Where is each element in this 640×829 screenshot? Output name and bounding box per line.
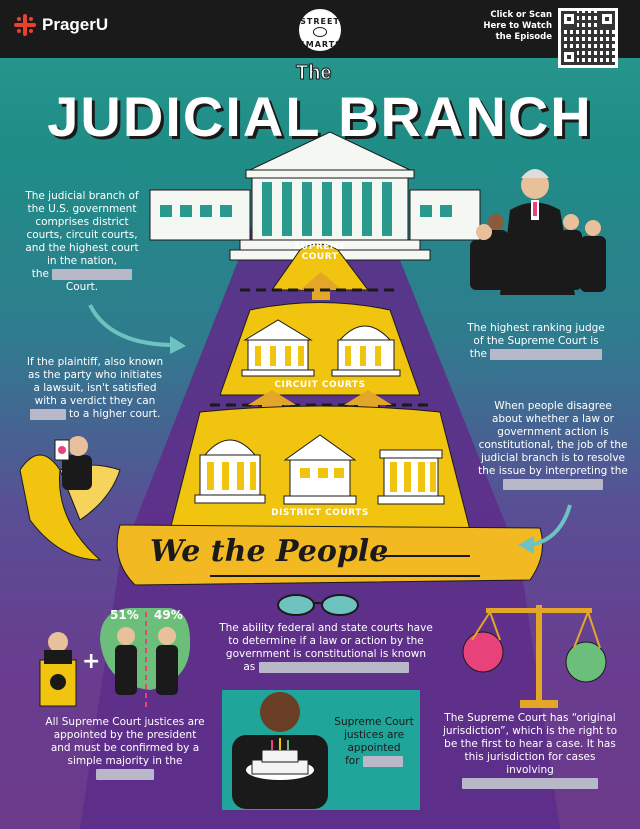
badge-top-text: STREET (300, 17, 340, 26)
badge-bottom-text: SMARTS (299, 40, 342, 49)
scales-icon (462, 605, 607, 708)
supreme-court-building-icon (149, 131, 481, 261)
answer-blank[interactable] (490, 348, 603, 360)
highest-judge-text: The highest ranking judge of the Supreme… (467, 322, 605, 360)
arrow-icon (248, 390, 296, 420)
prageru-logo-icon (14, 14, 36, 36)
script-line (380, 555, 470, 557)
appointed-for-text: Supreme Court justices are appointed for (334, 716, 414, 767)
answer-blank[interactable] (52, 268, 133, 280)
answer-blank[interactable] (258, 661, 409, 673)
senators-figure-icon (100, 608, 191, 710)
jurisdiction-text: The Supreme Court has “original jurisdic… (442, 712, 618, 790)
district-courts-label: DISTRICT COURTS (271, 508, 369, 518)
arrow-icon (529, 504, 572, 547)
script-line (210, 575, 480, 577)
judicial-review-text: The ability federal and state courts hav… (219, 622, 433, 673)
qr-code-icon[interactable] (558, 8, 618, 68)
supreme-court-tier (271, 243, 369, 291)
circuit-courts-label: CIRCUIT COURTS (274, 380, 366, 390)
plaintiff-figure-icon (54, 436, 92, 490)
scan-prompt[interactable]: Click or Scan Here to Watch the Episode (483, 10, 552, 42)
judicial-intro-text: The judicial branch of the U.S. governme… (25, 190, 139, 293)
plaintiff-text: If the plaintiff, also known as the part… (26, 356, 164, 420)
justices-group-icon (470, 214, 606, 292)
arrow-icon (300, 272, 342, 300)
plus-sign: + (82, 649, 100, 674)
arrow-icon (344, 390, 392, 420)
we-the-people-text: We the People (150, 534, 389, 569)
birthday-cake-icon (232, 692, 328, 809)
vote-percent-right: 49% (154, 608, 183, 622)
brand-name: PragerU (42, 15, 109, 34)
answer-blank[interactable] (29, 408, 66, 420)
disagree-text: When people disagree about whether a law… (478, 400, 628, 491)
answer-blank[interactable] (96, 768, 154, 780)
podium-icon (39, 632, 77, 707)
answer-blank[interactable] (462, 777, 598, 789)
appointed-text: All Supreme Court justices are appointed… (44, 716, 206, 781)
vote-percent-left: 51% (110, 608, 139, 622)
badge-building-icon (313, 27, 327, 37)
title-the: The (296, 62, 333, 85)
supreme-court-label: SUPREME COURT (293, 242, 347, 262)
answer-blank[interactable] (503, 478, 603, 490)
judge-icon (500, 169, 575, 295)
glasses-icon (277, 594, 359, 616)
brand-logo[interactable]: PragerU (14, 14, 108, 36)
street-smarts-badge: STREET SMARTS (296, 6, 344, 54)
answer-blank[interactable] (362, 755, 403, 767)
arrow-icon (88, 304, 176, 347)
